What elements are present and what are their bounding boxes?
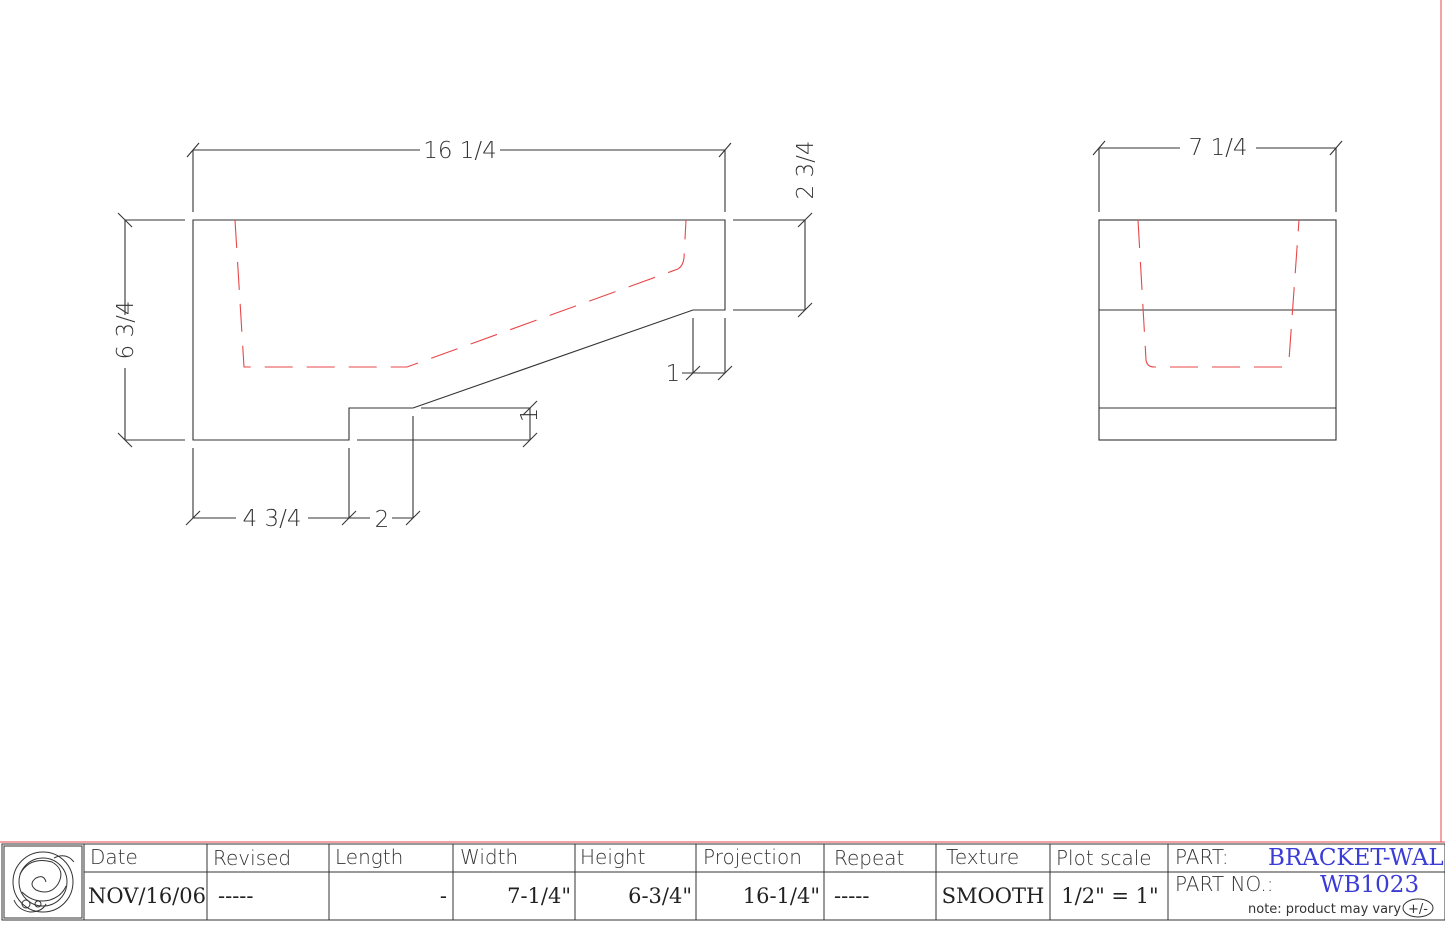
front-view-hidden-line bbox=[1137, 219, 1300, 368]
dim-overall-length: 16 1/4 bbox=[423, 138, 497, 164]
dim-top-offset: 1 bbox=[666, 361, 681, 387]
title-block bbox=[0, 841, 1445, 921]
dim-step-length: 2 bbox=[375, 507, 390, 533]
tolerance-symbol: +/- bbox=[1408, 902, 1428, 917]
dim-top-height: 2 3/4 bbox=[793, 141, 819, 200]
part-label: PART: bbox=[1175, 845, 1229, 869]
dimension-tick bbox=[186, 142, 200, 158]
side-view-outline bbox=[192, 219, 726, 441]
company-logo bbox=[3, 845, 83, 919]
side-view bbox=[117, 142, 813, 526]
dimension-tick bbox=[797, 212, 813, 228]
header-height: Height bbox=[580, 845, 645, 869]
value-revised: ----- bbox=[218, 884, 253, 908]
header-revised: Revised bbox=[213, 846, 291, 870]
header-repeat: Repeat bbox=[834, 846, 904, 870]
header-texture: Texture bbox=[946, 845, 1019, 869]
value-plot-scale: 1/2" = 1" bbox=[1061, 884, 1158, 908]
dimension-tick bbox=[117, 432, 133, 448]
value-texture: SMOOTH bbox=[942, 884, 1045, 908]
header-date: Date bbox=[90, 845, 138, 869]
dimension-tick bbox=[1092, 140, 1106, 156]
value-repeat: ----- bbox=[834, 884, 869, 908]
dimension-tick bbox=[341, 510, 357, 526]
part-name: BRACKET-WAL bbox=[1268, 845, 1444, 871]
header-projection: Projection bbox=[703, 845, 802, 869]
dimension-tick bbox=[717, 365, 733, 381]
dim-step-height: 1 bbox=[517, 408, 543, 423]
dim-base-length: 4 3/4 bbox=[243, 506, 302, 532]
value-date: NOV/16/06 bbox=[88, 884, 206, 908]
value-projection: 16-1/4" bbox=[743, 884, 820, 908]
dimension-tick bbox=[797, 302, 813, 318]
dimension-tick bbox=[405, 510, 421, 526]
dim-height: 6 3/4 bbox=[113, 301, 139, 360]
tolerance-symbol-outline bbox=[1402, 898, 1434, 918]
dimension-tick bbox=[185, 510, 201, 526]
dimension-tick bbox=[522, 400, 538, 416]
value-length: - bbox=[440, 884, 447, 908]
dimension-tick bbox=[117, 212, 133, 228]
title-block-frame bbox=[1, 843, 1445, 921]
front-view bbox=[1092, 140, 1343, 441]
part-no: WB1023 bbox=[1320, 872, 1419, 898]
dimension-tick bbox=[718, 142, 732, 158]
product-note: note: product may vary bbox=[1248, 902, 1401, 917]
header-width: Width bbox=[460, 845, 518, 869]
dimension-tick bbox=[522, 432, 538, 448]
dimension-tick bbox=[685, 365, 701, 381]
dim-front-width: 7 1/4 bbox=[1189, 135, 1248, 161]
header-length: Length bbox=[335, 845, 403, 869]
side-view-hidden-line bbox=[234, 219, 687, 368]
header-plot-scale: Plot scale bbox=[1056, 846, 1152, 870]
front-view-outline bbox=[1098, 219, 1337, 441]
value-height: 6-3/4" bbox=[628, 884, 692, 908]
dimension-tick bbox=[1329, 140, 1343, 156]
part-no-label: PART NO.: bbox=[1175, 872, 1273, 896]
value-width: 7-1/4" bbox=[507, 884, 571, 908]
